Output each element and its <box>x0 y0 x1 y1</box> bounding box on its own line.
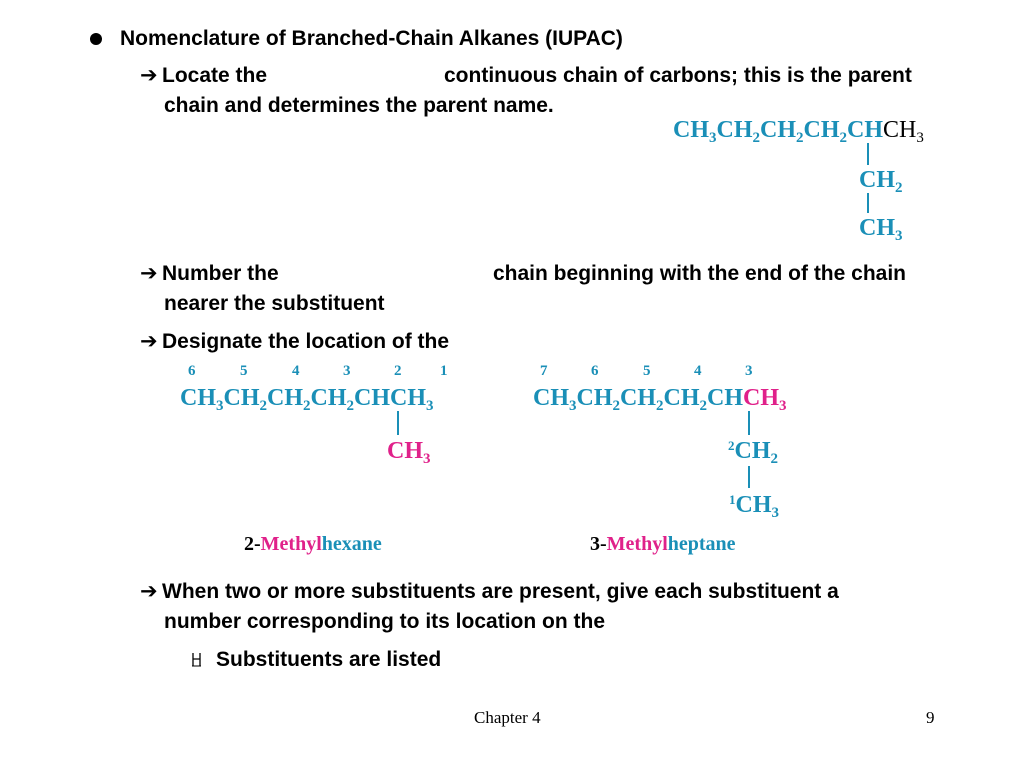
compound-name-left: 2-Methylhexane <box>244 533 382 556</box>
carbon-number: 6 <box>188 363 196 379</box>
substituent-name: Methyl <box>260 533 322 555</box>
point-number-line2: nearer the substituent <box>164 292 385 315</box>
chem-group: CH2 <box>223 385 268 414</box>
chem-group: CH2 <box>620 385 664 414</box>
carbon-number: 6 <box>591 363 599 379</box>
bond-line <box>397 411 399 435</box>
point-substituents-line2: number corresponding to its location on … <box>164 610 606 633</box>
chem-group: CH2 <box>760 117 804 146</box>
point-locate-text-b: continuous chain of carbons; this is the… <box>444 64 912 87</box>
point-number-text-b: chain beginning with the end of the chai… <box>493 262 906 285</box>
bullet-dot-icon <box>90 33 102 45</box>
bond-line <box>867 143 869 165</box>
chem-group: CH2 <box>310 385 355 414</box>
footer-page-number: 9 <box>926 708 935 727</box>
chem-group: CH2 <box>803 117 848 146</box>
chem-group: CH2 <box>716 117 761 146</box>
chem-group: CH2 <box>663 385 708 414</box>
structure-right-main-chain: CH3CH2CH2CH2CHCH3 <box>533 385 787 414</box>
point-designate: ➔Designate the location of the <box>140 327 449 357</box>
point-designate-text: Designate the location of the <box>162 330 450 353</box>
right-arrow-icon: ➔ <box>140 262 158 285</box>
chem-group: CH3 <box>390 385 434 414</box>
point-substituents-text: When two or more substituents are presen… <box>162 580 839 603</box>
carbon-number: 5 <box>643 363 651 379</box>
right-arrow-icon: ➔ <box>140 330 158 353</box>
structure-top-branch-ch3: CH3 <box>859 215 903 244</box>
carbon-number: 4 <box>694 363 702 379</box>
slide-heading: Nomenclature of Branched-Chain Alkanes (… <box>120 27 623 50</box>
point-locate-line2: chain and determines the parent name. <box>164 94 554 117</box>
structure-top-branch-ch2: CH2 <box>859 167 903 196</box>
carbon-number: 2 <box>394 363 402 379</box>
bond-line <box>867 193 869 213</box>
chem-group: CH3 <box>180 385 224 414</box>
subpoint-text: Substituents are listed <box>216 648 442 671</box>
chem-group: CH2 <box>576 385 621 414</box>
right-arrow-icon: ➔ <box>140 580 158 603</box>
carbon-number: 7 <box>540 363 548 379</box>
bond-line <box>748 411 750 435</box>
carbon-number: 3 <box>343 363 351 379</box>
point-locate-text-a: Locate the <box>162 64 268 87</box>
carbon-number: 1 <box>440 363 448 379</box>
structure-left-branch: CH3 <box>387 438 431 467</box>
structure-left-main-chain: CH3CH2CH2CH2CHCH3 <box>180 385 434 414</box>
structure-top-main-chain: CH3CH2CH2CH2CHCH3 <box>673 117 924 146</box>
chem-group: CH <box>354 385 390 411</box>
bond-line <box>748 466 750 488</box>
right-arrow-icon: ➔ <box>140 64 158 87</box>
carbon-number: 4 <box>292 363 300 379</box>
compound-name-right: 3-Methylheptane <box>590 533 736 556</box>
carbon-number: 2 <box>728 438 735 453</box>
point-number-text-a: Number the <box>162 262 279 285</box>
chem-group: CH3 <box>743 385 787 414</box>
parent-name: heptane <box>667 533 736 555</box>
parent-name: hexane <box>321 533 382 555</box>
carbon-number: 5 <box>240 363 248 379</box>
footer-chapter: Chapter 4 <box>474 708 541 727</box>
chem-group: CH3 <box>533 385 577 414</box>
structure-right-branch-ch2: 2CH2 <box>728 438 778 467</box>
point-locate: ➔Locate the <box>140 61 267 91</box>
chem-group: CH <box>847 117 883 143</box>
chem-group: CH3 <box>673 117 717 146</box>
structure-right-branch-ch3: 1CH3 <box>729 492 779 521</box>
point-number: ➔Number the <box>140 259 279 289</box>
locant: 3- <box>590 533 607 555</box>
chem-group: CH2 <box>267 385 311 414</box>
point-substituents: ➔When two or more substituents are prese… <box>140 577 839 607</box>
locant: 2- <box>244 533 261 555</box>
chem-group: CH <box>707 385 743 411</box>
carbon-number: 1 <box>729 492 736 507</box>
hydrogen-icon <box>192 653 201 667</box>
substituent-name: Methyl <box>606 533 668 555</box>
chem-group: CH3 <box>883 117 924 146</box>
carbon-number: 3 <box>745 363 753 379</box>
